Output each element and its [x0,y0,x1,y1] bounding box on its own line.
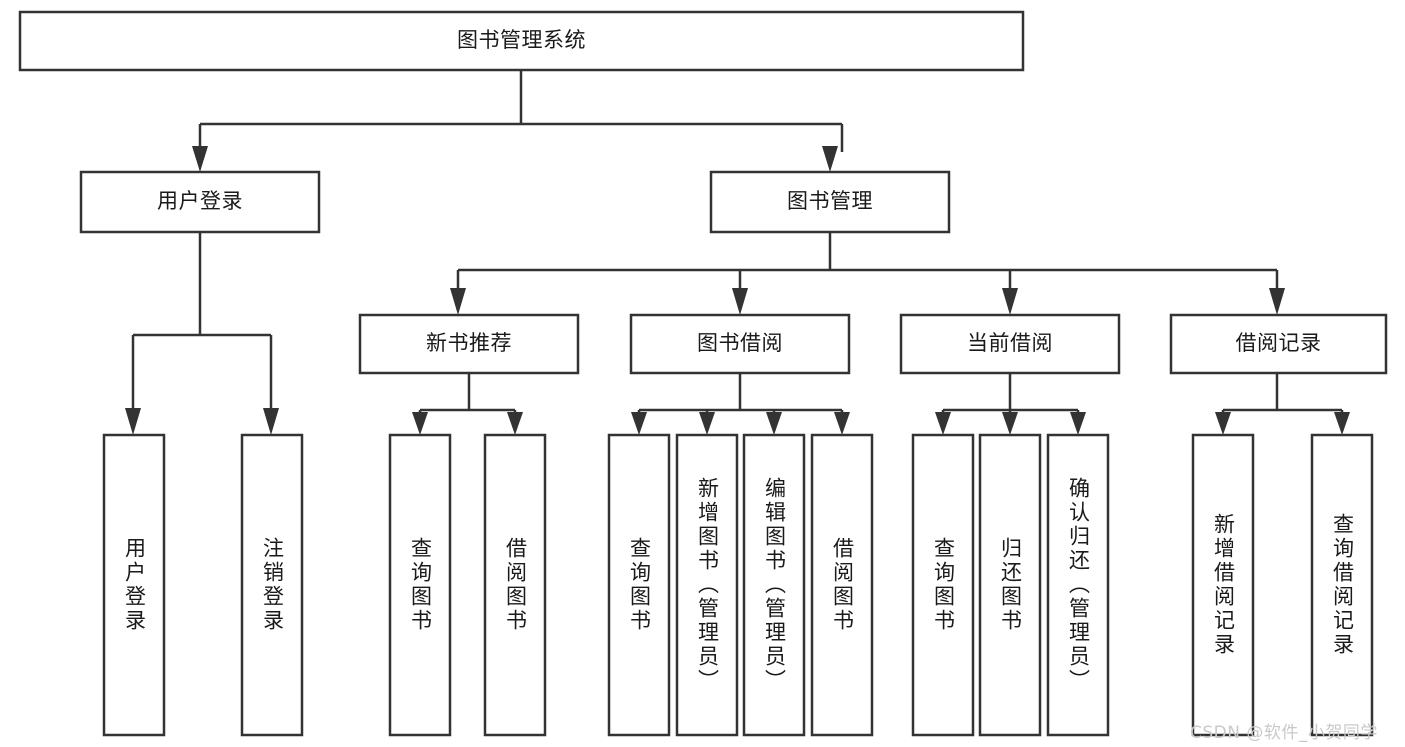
node-box-leaf-add-book[interactable] [675,433,739,737]
node-box-leaf-add-record[interactable] [1191,433,1255,737]
node-box-leaf-edit-book[interactable] [742,433,806,737]
arrow-to-leaf-query-book-1 [412,412,428,435]
arrow-to-leaf-confirm-return [1070,412,1086,435]
node-box-leaf-return-book[interactable] [978,433,1042,737]
node-box-leaf-borrow-book-2[interactable] [810,433,874,737]
connector-root-to-bus [198,70,844,152]
node-box-leaf-logout[interactable] [240,433,304,737]
connector-userlogin-to-leaves [131,232,273,412]
arrow-to-user-login [192,146,208,172]
connector-newbook-to-leaves [418,373,517,418]
arrow-to-new-book-recommend [450,288,466,315]
arrow-to-book-manage [822,146,838,172]
arrow-to-leaf-add-record [1215,412,1231,435]
node-box-leaf-query-book-3[interactable] [911,433,975,737]
arrow-to-current-borrow [1002,288,1018,315]
arrow-to-leaf-borrow-book-2 [834,412,850,435]
arrow-to-borrow-record [1269,288,1285,315]
arrow-to-book-borrow [732,288,748,315]
node-box-leaf-confirm-return[interactable] [1046,433,1110,737]
arrow-to-leaf-return-book [1002,412,1018,435]
arrow-to-leaf-logout [263,408,279,435]
node-box-leaf-user-login[interactable] [102,433,166,737]
arrow-to-leaf-query-record [1334,412,1350,435]
node-box-leaf-query-book-1[interactable] [388,433,452,737]
arrow-to-leaf-user-login [125,408,141,435]
arrow-to-leaf-query-book-2 [631,412,647,435]
node-box-leaf-query-book-2[interactable] [607,433,671,737]
arrow-to-leaf-edit-book [766,412,782,435]
connector-borrowrecord-to-leaves [1221,373,1344,418]
node-box-new-book-recommend[interactable] [358,313,580,375]
node-box-user-login[interactable] [79,170,321,234]
connector-bookmanage-to-level3 [456,232,1279,292]
node-box-leaf-query-record[interactable] [1310,433,1374,737]
connector-currentborrow-to-leaves [941,373,1080,418]
node-box-borrow-record[interactable] [1169,313,1388,375]
arrow-to-leaf-query-book-3 [935,412,951,435]
watermark: CSDN @软件_小贺同学 [1190,723,1378,743]
arrow-to-leaf-borrow-book-1 [507,412,523,435]
node-box-leaf-borrow-book-1[interactable] [483,433,547,737]
arrow-to-leaf-add-book [699,412,715,435]
node-box-book-borrow[interactable] [629,313,851,375]
node-box-book-manage[interactable] [709,170,951,234]
connector-bookborrow-to-leaves [637,373,844,418]
node-box-current-borrow[interactable] [899,313,1121,375]
node-box-root[interactable] [18,10,1025,72]
